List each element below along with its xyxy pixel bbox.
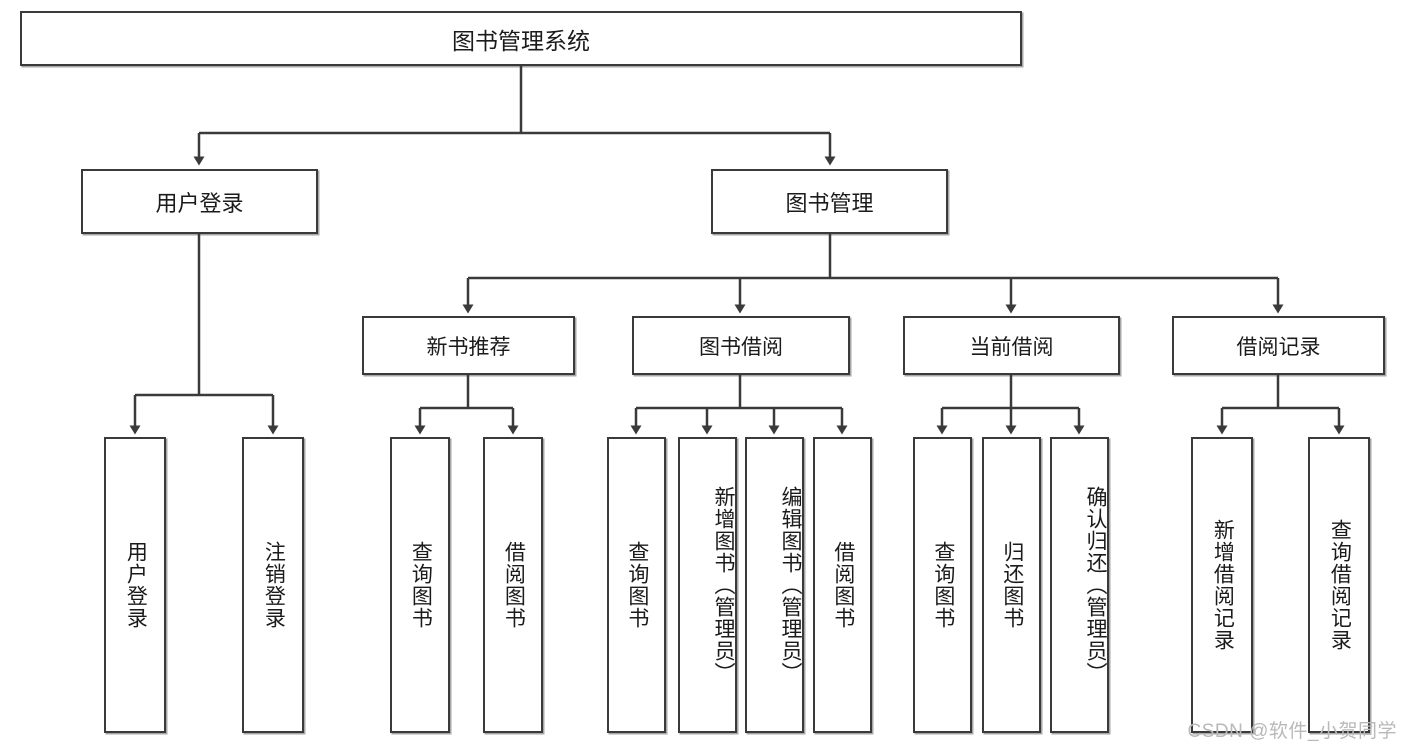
watermark: CSDN @软件_小贺同学	[1187, 721, 1397, 742]
node-book-borrow-label: 图书借阅	[699, 335, 783, 359]
leaf-add-book-label: 新增图书（管理员）	[712, 486, 735, 684]
leaf-user-logout-label: 注销登录	[262, 541, 286, 629]
node-new-book-rec-label: 新书推荐	[426, 335, 511, 359]
leaf-return-book-label: 归还图书	[1000, 541, 1024, 629]
leaf-query-book-cur[interactable]: 查询图书	[913, 437, 972, 733]
leaf-user-logout[interactable]: 注销登录	[242, 437, 304, 733]
leaf-add-book[interactable]: 新增图书（管理员）	[678, 437, 737, 733]
node-current-borrow-label: 当前借阅	[969, 335, 1054, 359]
leaf-borrow-book[interactable]: 借阅图书	[813, 437, 872, 733]
leaf-query-book-cur-label: 查询图书	[931, 541, 955, 629]
leaf-add-record-label: 新增借阅记录	[1211, 519, 1235, 651]
node-current-borrow[interactable]: 当前借阅	[903, 316, 1120, 375]
leaf-query-record[interactable]: 查询借阅记录	[1308, 437, 1370, 733]
node-borrow-record-label: 借阅记录	[1236, 335, 1321, 359]
leaf-edit-book-label: 编辑图书（管理员）	[779, 486, 802, 684]
leaf-borrow-book-rec-label: 借阅图书	[502, 541, 526, 629]
node-root-label: 图书管理系统	[452, 27, 590, 54]
node-book-manage-label: 图书管理	[785, 190, 874, 216]
node-new-book-rec[interactable]: 新书推荐	[362, 316, 575, 375]
leaf-add-record[interactable]: 新增借阅记录	[1191, 437, 1253, 733]
leaf-borrow-book-label: 借阅图书	[831, 541, 855, 629]
leaf-query-book-rec[interactable]: 查询图书	[390, 437, 450, 733]
leaf-confirm-return[interactable]: 确认归还（管理员）	[1050, 437, 1109, 733]
leaf-query-record-label: 查询借阅记录	[1328, 519, 1352, 651]
leaf-query-book-rec-label: 查询图书	[409, 541, 433, 629]
node-borrow-record[interactable]: 借阅记录	[1172, 316, 1385, 375]
node-book-borrow[interactable]: 图书借阅	[632, 316, 850, 375]
leaf-borrow-book-rec[interactable]: 借阅图书	[483, 437, 543, 733]
leaf-user-login-label: 用户登录	[124, 541, 148, 629]
leaf-confirm-return-label: 确认归还（管理员）	[1084, 486, 1107, 684]
node-root[interactable]: 图书管理系统	[20, 11, 1022, 66]
leaf-query-book-label: 查询图书	[625, 541, 649, 629]
node-book-manage[interactable]: 图书管理	[711, 169, 948, 234]
leaf-return-book[interactable]: 归还图书	[982, 437, 1041, 733]
leaf-edit-book[interactable]: 编辑图书（管理员）	[745, 437, 804, 733]
node-user-login[interactable]: 用户登录	[81, 169, 318, 234]
leaf-user-login[interactable]: 用户登录	[104, 437, 166, 733]
node-user-login-label: 用户登录	[155, 190, 244, 216]
leaf-query-book[interactable]: 查询图书	[607, 437, 666, 733]
